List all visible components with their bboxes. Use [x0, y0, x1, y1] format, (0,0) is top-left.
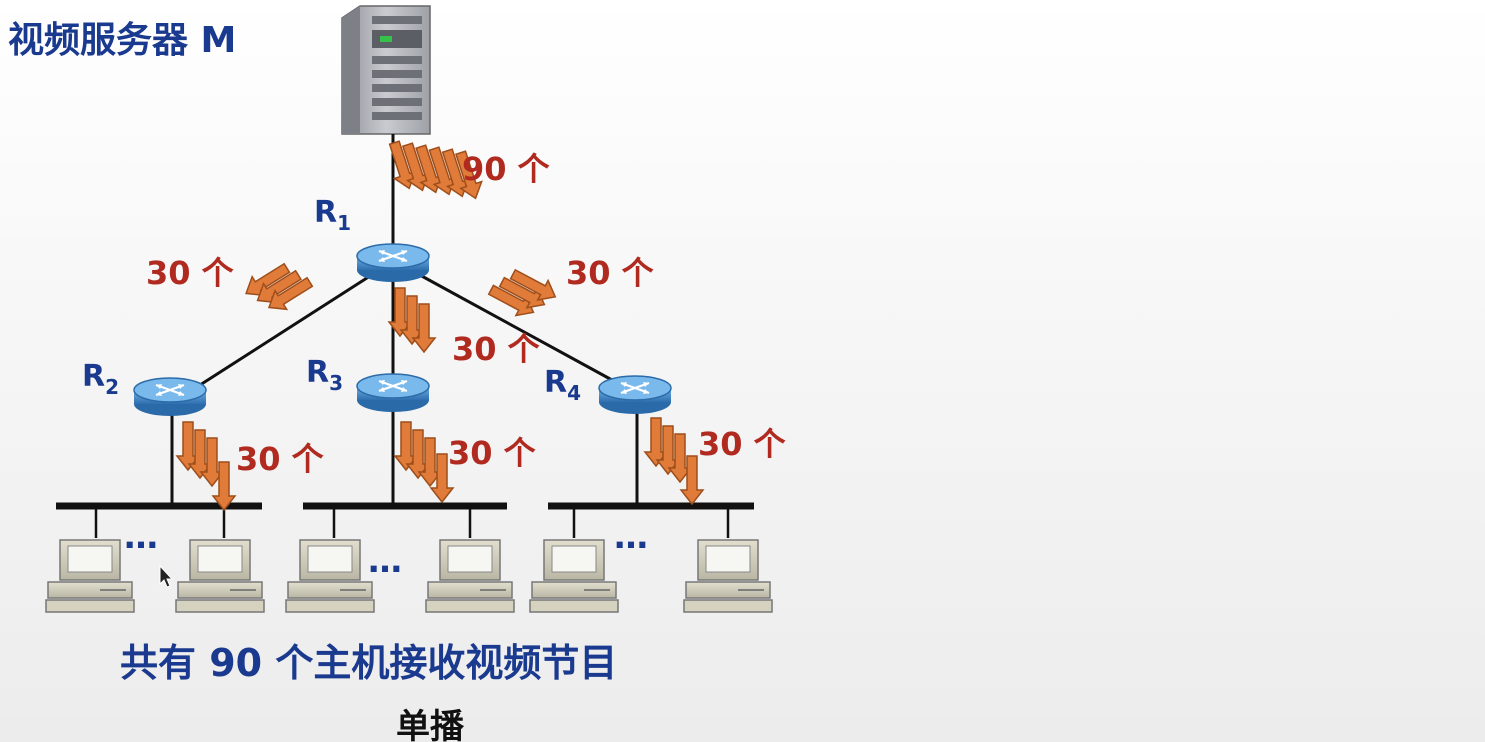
host-computer-icon	[285, 539, 375, 613]
flow-label-r3-lan: 30 个	[448, 434, 536, 472]
host-computer-icon	[45, 539, 135, 613]
arrow-group-r3-lan	[394, 421, 454, 503]
arrow-group-r4-lan	[644, 417, 704, 505]
mouse-cursor-icon	[159, 564, 174, 588]
router-label-r1: R1	[314, 195, 351, 235]
host-ellipsis: …	[368, 541, 402, 581]
page-title: 视频服务器 M	[8, 20, 236, 61]
flow-label-r1-r3: 30 个	[452, 330, 540, 368]
arrow-group-r1-r3	[388, 287, 436, 353]
host-ellipsis: …	[124, 517, 158, 557]
video-server-icon	[341, 5, 431, 135]
arrow-group-r1-r2	[239, 257, 317, 318]
link-r1-r4	[417, 272, 613, 382]
flow-label-r4-lan: 30 个	[698, 425, 786, 463]
router-label-r3: R3	[306, 355, 343, 395]
host-computer-icon	[529, 539, 619, 613]
host-ellipsis: …	[614, 517, 648, 557]
router-r3-icon	[355, 372, 431, 414]
arrow-group-r2-lan	[176, 421, 236, 511]
router-label-r2: R2	[82, 359, 119, 399]
flow-label-r1-r2: 30 个	[146, 254, 234, 292]
host-computer-icon	[425, 539, 515, 613]
flow-label-r1-r4: 30 个	[566, 254, 654, 292]
caption: 共有 90 个主机接收视频节目	[120, 641, 617, 685]
flow-label-r2-lan: 30 个	[236, 440, 324, 478]
subcaption: 单播	[396, 707, 465, 742]
router-r1-icon	[355, 242, 431, 284]
router-r2-icon	[132, 376, 208, 418]
link-r1-r2	[199, 274, 371, 387]
host-computer-icon	[175, 539, 265, 613]
flow-label-server-r1: 90 个	[462, 150, 550, 188]
router-r4-icon	[597, 374, 673, 416]
router-label-r4: R4	[544, 365, 581, 405]
host-computer-icon	[683, 539, 773, 613]
